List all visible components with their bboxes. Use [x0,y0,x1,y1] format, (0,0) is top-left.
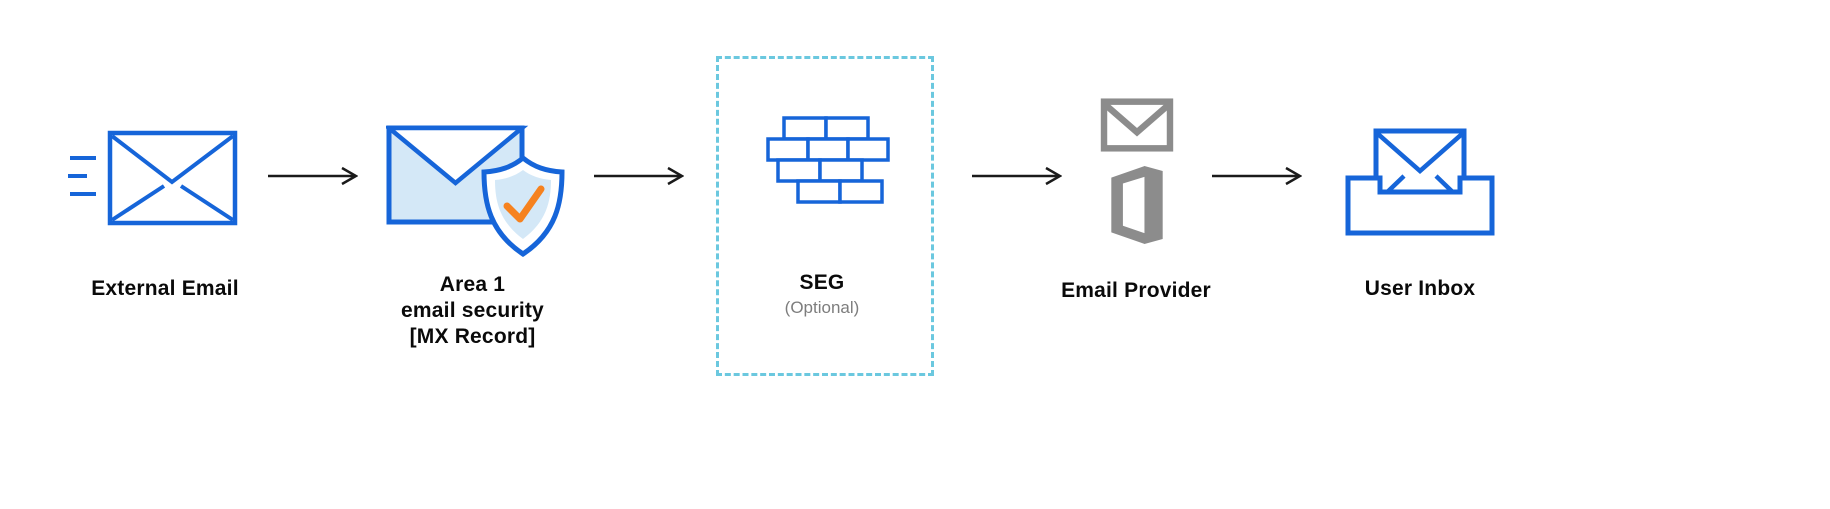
arrow-right-icon [594,164,684,188]
gmail-icon [1100,96,1174,154]
mail-shield-check-icon [386,120,568,260]
arrow-right-icon [268,164,358,188]
arrow-right-icon [972,164,1062,188]
firewall-bricks-icon [766,116,890,206]
office-icon [1108,166,1166,244]
stage-label-user-inbox: User Inbox [1364,277,1476,300]
arrow-right-icon [1212,164,1302,188]
seg-optional-dashed-box [716,56,934,376]
stage-label-area1: Area 1 email security [MX Record] [401,273,544,348]
stage-label-email-provider: Email Provider [1061,279,1211,302]
inbox-tray-icon [1342,126,1498,238]
stage-label-external-email: External Email [91,277,239,300]
stage-sublabel-seg-optional: (Optional) [784,298,860,317]
incoming-mail-icon [68,128,240,228]
stage-label-seg: SEG [799,271,845,294]
